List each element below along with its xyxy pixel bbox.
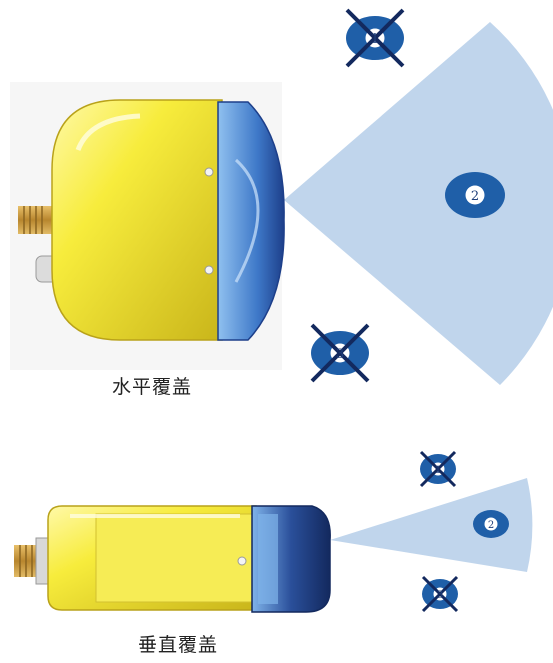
horizontal-marker-3-label: 3 bbox=[336, 347, 344, 362]
screw bbox=[204, 167, 214, 177]
horizontal-coverage-group: 1 2 3 bbox=[10, 8, 553, 385]
horizontal-marker-1: 1 bbox=[345, 8, 405, 68]
vertical-marker-2: 2 bbox=[473, 510, 509, 538]
housing-highlight bbox=[75, 113, 141, 151]
screw bbox=[237, 556, 247, 566]
blue-front-cap bbox=[217, 101, 285, 341]
vertical-marker-1: 1 bbox=[419, 450, 457, 488]
horizontal-coverage-caption: 水平覆盖 bbox=[112, 376, 193, 398]
vertical-coverage-caption: 垂直覆盖 bbox=[138, 634, 219, 656]
housing-rail bbox=[95, 513, 253, 603]
lens-window bbox=[258, 514, 278, 604]
vertical-marker-3-label: 3 bbox=[437, 590, 443, 601]
vertical-coverage-group: 1 2 3 bbox=[14, 450, 533, 613]
lens-dome bbox=[234, 158, 260, 283]
horizontal-marker-2: 2 bbox=[445, 172, 505, 218]
screw bbox=[204, 265, 214, 275]
vertical-marker-1-label: 1 bbox=[435, 465, 441, 476]
horizontal-marker-3: 3 bbox=[310, 323, 370, 383]
vertical-marker-2-label: 2 bbox=[488, 520, 494, 531]
yellow-housing bbox=[51, 99, 223, 341]
horizontal-marker-1-label: 1 bbox=[371, 32, 379, 47]
brass-connector bbox=[18, 206, 52, 234]
vertical-beam-wedge bbox=[330, 478, 533, 572]
horizontal-beam-wedge bbox=[284, 22, 553, 385]
vertical-marker-3: 3 bbox=[421, 575, 459, 613]
horizontal-marker-2-label: 2 bbox=[471, 189, 479, 204]
